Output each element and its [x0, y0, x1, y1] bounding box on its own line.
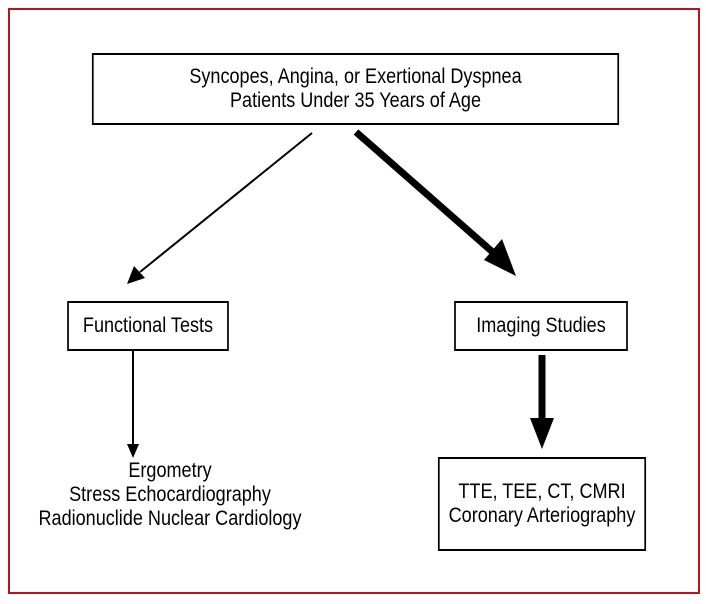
- functional-result-line1: Ergometry: [128, 459, 212, 482]
- node-imaging-results: TTE, TEE, CT, CMRI Coronary Arteriograph…: [437, 457, 647, 551]
- arrow-functional-to-results: [127, 351, 139, 458]
- functional-result-line3: Radionuclide Nuclear Cardiology: [38, 507, 302, 531]
- node-imaging-studies-label: Imaging Studies: [476, 314, 606, 338]
- node-top: Syncopes, Angina, or Exertional Dyspnea …: [91, 53, 620, 125]
- imaging-result-line1: TTE, TEE, CT, CMRI: [458, 480, 626, 504]
- node-functional-tests: Functional Tests: [67, 301, 229, 351]
- node-top-line2: Patients Under 35 Years of Age: [229, 89, 482, 112]
- functional-result-line2: Stress Echocardiography: [69, 483, 271, 507]
- arrow-top-to-functional: [127, 132, 313, 284]
- imaging-result-line2: Coronary Arteriography: [448, 504, 636, 527]
- functional-results-text: Ergometry Stress Echocardiography Radion…: [24, 459, 316, 531]
- node-functional-tests-label: Functional Tests: [82, 314, 214, 338]
- arrow-imaging-to-results: [530, 355, 554, 449]
- node-top-line1: Syncopes, Angina, or Exertional Dyspnea: [189, 65, 522, 89]
- node-imaging-studies: Imaging Studies: [454, 301, 628, 351]
- arrow-top-to-imaging: [353, 129, 516, 276]
